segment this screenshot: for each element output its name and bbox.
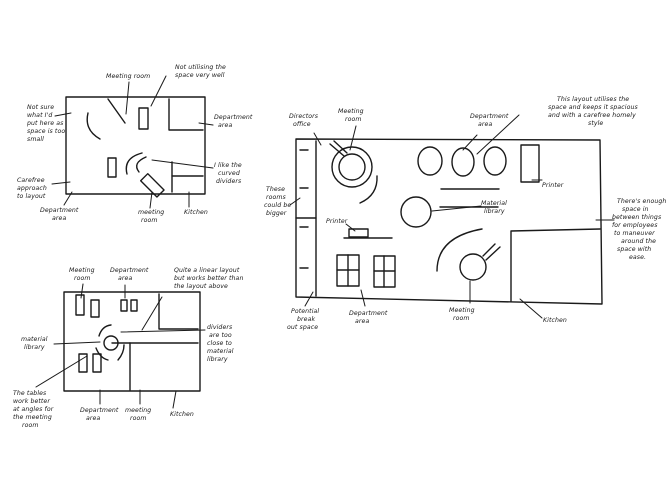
table [75,294,85,316]
label-enough-space: There's enough space in between things f… [612,198,669,261]
arrow [51,181,71,185]
label-printer-right: Printer [542,181,564,189]
label-not-sure: Not sure what I'd put here as space is t… [26,103,67,143]
department-room [168,98,204,131]
label-potential-break: Potential break out space [287,307,321,331]
label-department-area-bottom: Department area [349,309,390,325]
department-table [417,146,443,176]
label-department-area-bottom: Department area [80,406,121,422]
arrow [360,289,366,307]
arrow [476,114,520,155]
divider [107,98,126,124]
label-utilises: This layout utilises the space and keeps… [548,95,640,127]
label-meeting-room-top: Meeting room [69,266,97,282]
arrow [53,341,101,345]
label-dividers: dividers are too close to material libra… [207,324,236,363]
arrow [349,125,357,151]
label-linear-layout: Quite a linear layout but works better t… [174,266,246,290]
arrow [431,205,482,212]
kitchen-wall [510,228,601,302]
table-leg [329,143,345,157]
label-carefree: Carefree approach to layout [17,177,49,200]
label-material-library: Material library [481,199,509,215]
arrow [63,191,73,206]
arrow [462,134,478,151]
arrow [198,122,214,126]
label-meeting-room-top: Meeting room [106,72,150,80]
curved-divider [117,344,125,361]
floor-plan-right: Directors office Meeting room This layou… [264,95,669,331]
label-meeting-room-bottom: Meeting room [449,306,477,322]
arrow [54,112,72,117]
arrow [80,283,84,299]
label-meeting-room-bottom: meeting room [138,208,166,224]
label-curved-dividers: I like the curved dividers [214,161,244,185]
arrow [313,132,322,146]
table [78,353,88,373]
label-department-area-top: Department area [110,266,151,282]
curved-divider [436,228,483,272]
curved-divider [98,324,112,337]
table [120,299,128,312]
floor-plan-bottom-left: Meeting room Department area Quite a lin… [13,266,246,429]
meeting-table-round [331,146,373,188]
table-leg [485,246,501,261]
table [130,299,138,312]
meeting-table-round [459,253,487,281]
curved-divider [136,156,147,173]
curved-divider [125,152,143,175]
arrow [149,191,153,209]
table-leg [333,140,348,154]
label-kitchen: Kitchen [543,316,567,324]
arrow [125,81,130,115]
outline [295,138,603,305]
label-tables: The tables work better at angles for the… [13,389,55,429]
arrow [120,329,206,333]
label-department-area-top: Department area [470,112,511,128]
table-leg [482,243,496,257]
department-room [158,293,199,330]
label-printer-left: Printer [326,217,348,225]
printer [348,228,369,238]
meeting-table-inner [338,153,366,181]
curved-divider [359,175,378,204]
material-library-table [103,335,119,351]
table [90,299,100,318]
department-table [451,147,475,177]
label-rooms-bigger: These rooms could be bigger [264,186,293,217]
label-material-library: material library [21,335,50,351]
label-not-utilising: Not utilising the space very well [175,63,228,79]
outline [65,96,206,195]
arrow [141,296,163,331]
table [139,172,165,198]
arrow [150,75,167,107]
department-table [483,146,507,176]
outline [63,291,201,392]
arrow [172,390,177,409]
arrow [345,223,356,232]
arrow [289,197,301,206]
label-department-area-bottom: Department area [40,206,81,222]
floor-plan-top-left: Not sure what I'd put here as space is t… [17,63,255,224]
curved-divider [86,112,101,140]
arrow [35,355,88,388]
label-directors-office: Directors office [289,112,320,128]
printer [520,144,540,183]
label-meeting-room-bottom: meeting room [125,406,153,422]
table [107,157,117,178]
arrow [519,298,543,319]
material-library-table [400,196,432,228]
table [92,353,102,373]
label-meeting-room-top: Meeting room [338,107,366,123]
arrow [304,291,314,307]
arrow [151,159,214,169]
label-department-area-right: Department area [214,113,255,129]
table [138,107,149,130]
label-kitchen: Kitchen [170,410,194,418]
label-kitchen: Kitchen [184,208,208,216]
